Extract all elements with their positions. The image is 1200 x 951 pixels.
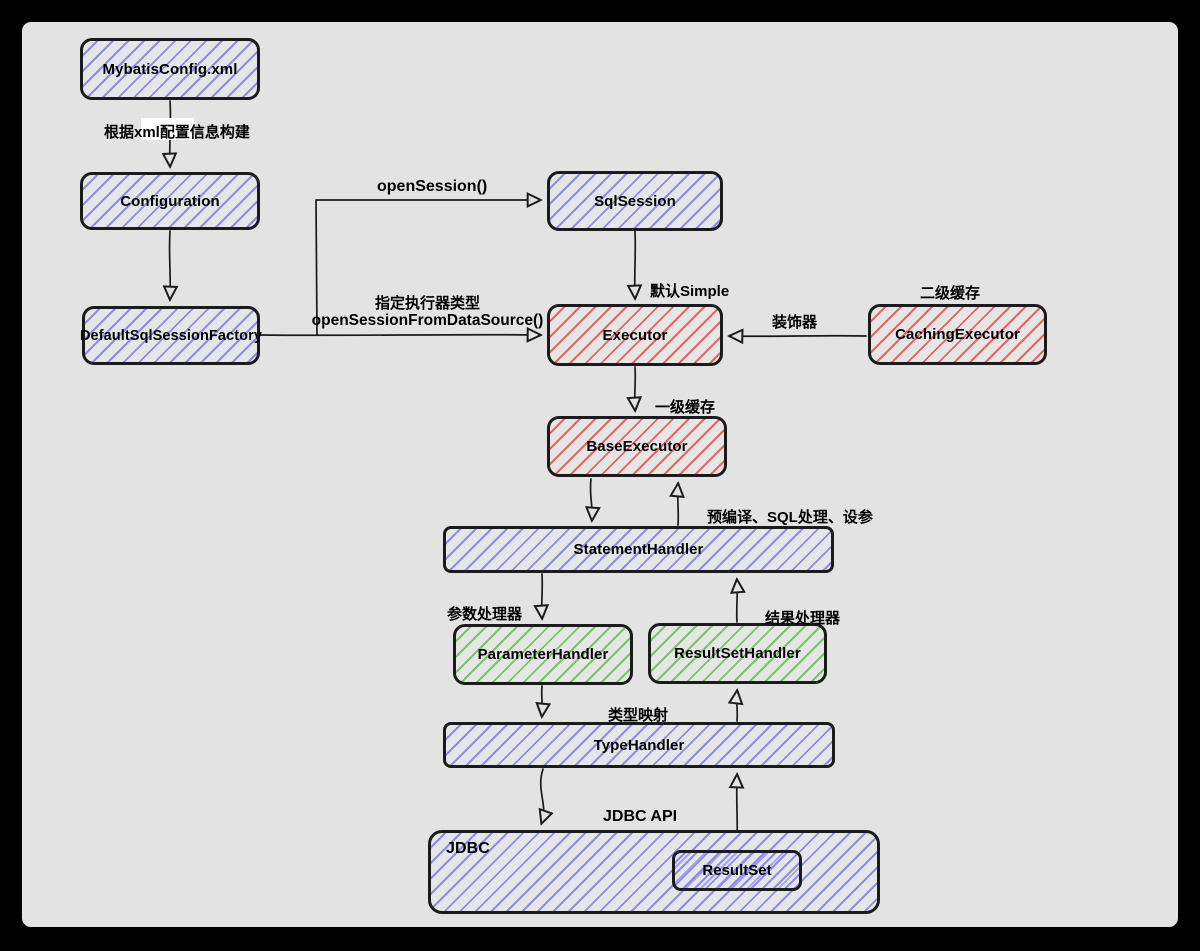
edge-label-precompile-sql: 预编译、SQL处理、设参 xyxy=(707,509,873,526)
node-default-sql-session-factory: DefaultSqlSessionFactory xyxy=(80,306,262,365)
edge-label-second-level-cache: 二级缓存 xyxy=(920,285,981,302)
edge-label-open-session-from-datasource-method: openSessionFromDataSource() xyxy=(311,312,544,329)
edge-label-open-session-from-datasource: 指定执行器类型 openSessionFromDataSource() xyxy=(310,295,545,329)
node-parameter-handler: ParameterHandler xyxy=(453,624,633,685)
edge-label-result-processor: 结果处理器 xyxy=(765,610,841,627)
edge-label-parameter-processor: 参数处理器 xyxy=(447,606,523,623)
node-type-handler: TypeHandler xyxy=(443,722,835,768)
node-caching-executor: CachingExecutor xyxy=(868,304,1047,365)
edge-label-open-session: openSession() xyxy=(377,178,488,195)
node-jdbc: JDBC xyxy=(428,830,880,914)
node-executor: Executor xyxy=(547,304,723,366)
node-sql-session: SqlSession xyxy=(547,171,723,231)
edge-label-default-simple: 默认Simple xyxy=(650,283,730,300)
node-base-executor: BaseExecutor xyxy=(547,416,727,477)
node-configuration: Configuration xyxy=(80,172,260,230)
edge-label-first-level-cache: 一级缓存 xyxy=(655,399,716,416)
edge-label-decorator: 装饰器 xyxy=(772,314,818,331)
node-result-set-handler: ResultSetHandler xyxy=(648,623,827,684)
edge-label-build-from-xml: 根据xml配置信息构建 xyxy=(104,124,250,141)
edge-label-jdbc-api: JDBC API xyxy=(603,808,678,825)
arrow-label-background xyxy=(141,118,194,140)
edge-label-specify-executor-type: 指定执行器类型 xyxy=(374,295,480,312)
node-mybatis-config-xml: MybatisConfig.xml xyxy=(80,38,260,100)
edge-label-type-mapping: 类型映射 xyxy=(608,707,669,724)
node-statement-handler: StatementHandler xyxy=(443,526,834,573)
node-result-set: ResultSet xyxy=(672,850,802,891)
jdbc-label: JDBC xyxy=(446,840,490,857)
